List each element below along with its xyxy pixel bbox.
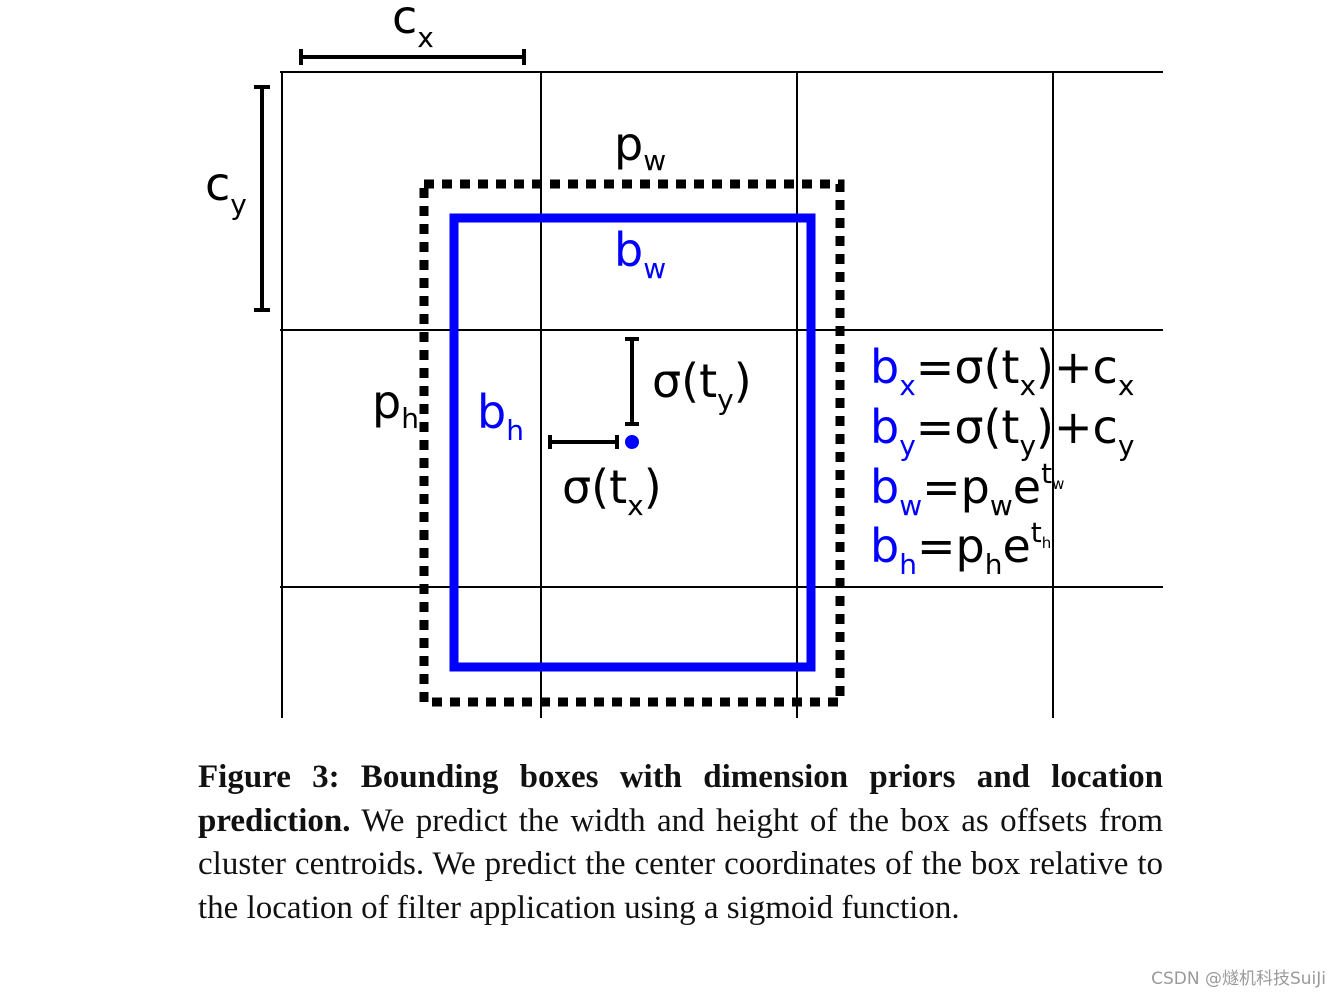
- offset-y-bar: [625, 337, 639, 426]
- box-height-label: bh: [477, 385, 524, 447]
- cell-y-bar: [254, 85, 270, 312]
- offset-x-bar: [548, 435, 619, 449]
- prior-box: [419, 179, 845, 707]
- box-width-label: bw: [614, 223, 666, 285]
- bounding-box-figure: cx cy pw bw ph bh σ(ty) σ(tx) bx=σ(tx)+c…: [205, 0, 1163, 718]
- figure-caption: Figure 3: Bounding boxes with dimension …: [198, 756, 1163, 930]
- equation-1: bx=σ(tx)+cx: [870, 340, 1134, 402]
- offset-x-label: σ(tx): [562, 460, 662, 522]
- equation-4: bh=pheth: [870, 516, 1051, 581]
- prior-height-label: ph: [372, 375, 419, 435]
- cell-x-label: cx: [392, 0, 434, 54]
- cell-y-label: cy: [205, 157, 247, 221]
- cell-x-bar: [299, 49, 526, 65]
- prior-width-label: pw: [614, 117, 666, 177]
- watermark: CSDN @燧机科技SuiJi: [1151, 969, 1326, 989]
- equation-2: by=σ(ty)+cy: [870, 400, 1134, 462]
- caption-body: We predict the width and height of the b…: [198, 802, 1163, 926]
- offset-y-label: σ(ty): [652, 354, 752, 416]
- predicted-box: [449, 213, 816, 672]
- equation-3: bw=pwetw: [870, 457, 1064, 522]
- center-point: [625, 435, 639, 449]
- caption-lead: Figure 3: Bounding boxes with dimension …: [198, 759, 1163, 839]
